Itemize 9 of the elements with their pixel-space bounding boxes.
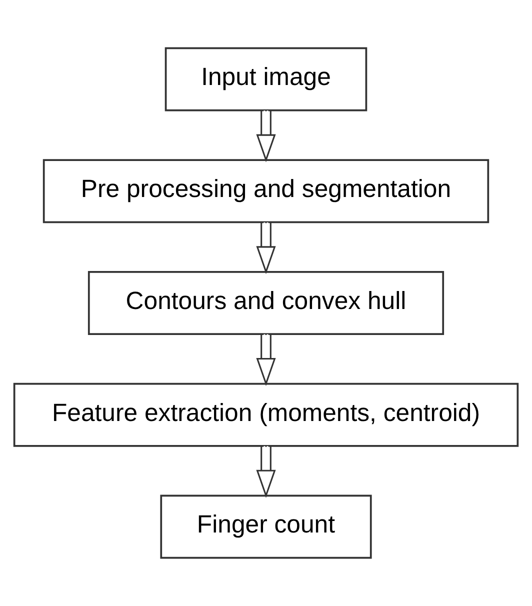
node-box: Input image [164,47,368,112]
node-box: Feature extraction (moments, centroid) [13,382,519,447]
arrow [256,110,276,162]
node-box: Contours and convex hull [88,271,444,335]
arrow [256,334,276,386]
arrow [256,222,276,274]
node-box: Finger count [160,494,372,559]
node-box: Pre processing and segmentation [42,159,490,224]
arrow [256,446,276,498]
